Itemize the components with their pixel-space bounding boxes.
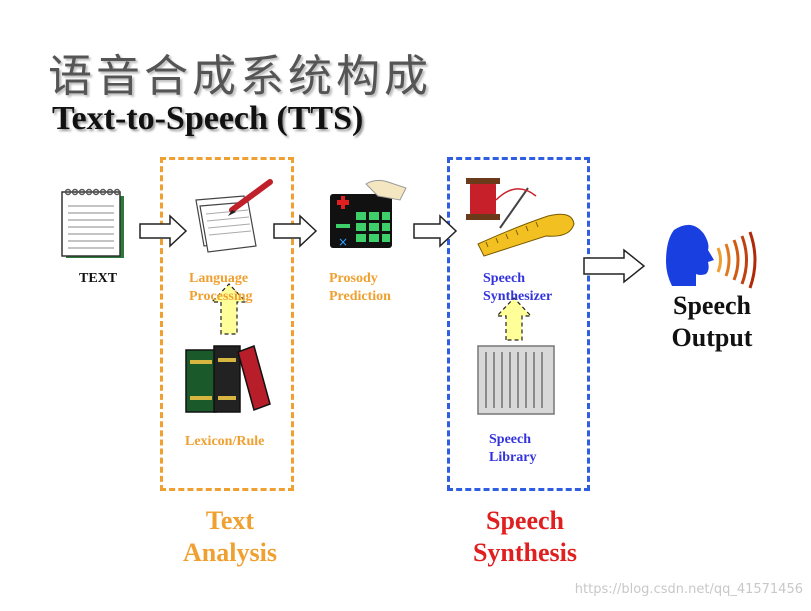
arrow-prosody-to-synthesizer (414, 216, 456, 246)
speech-library-label: Speech Library (489, 431, 536, 467)
speech-output-line1: Speech (660, 290, 764, 322)
sewing-kit-icon (466, 178, 574, 256)
speaking-head-icon (666, 225, 755, 288)
text-analysis-line1: Text (170, 505, 290, 537)
speech-synthesizer-label: Speech Synthesizer (483, 270, 552, 306)
papers-pen-icon (196, 182, 270, 252)
language-processing-label: Language Processing (189, 270, 253, 306)
arrow-text-to-language (140, 216, 186, 246)
text-label: TEXT (79, 270, 117, 288)
speech-output-label: Speech Output (660, 290, 764, 354)
speech-synthesizer-line2: Synthesizer (483, 288, 552, 306)
speech-output-line2: Output (660, 322, 764, 354)
speech-synthesis-line2: Synthesis (460, 537, 590, 569)
speech-synthesis-caption: Speech Synthesis (460, 505, 590, 569)
arrow-language-to-prosody (274, 216, 316, 246)
prosody-prediction-label: Prosody Prediction (329, 270, 391, 306)
books-icon (186, 346, 270, 412)
speech-library-line1: Speech (489, 431, 536, 449)
lexicon-rule-label: Lexicon/Rule (185, 433, 264, 451)
speech-synthesis-line1: Speech (460, 505, 590, 537)
text-analysis-caption: Text Analysis (170, 505, 290, 569)
text-analysis-line2: Analysis (170, 537, 290, 569)
prosody-prediction-line2: Prediction (329, 288, 391, 306)
prosody-prediction-line1: Prosody (329, 270, 391, 288)
speech-synthesizer-line1: Speech (483, 270, 552, 288)
watermark: https://blog.csdn.net/qq_41571456 (575, 582, 803, 597)
server-rack-icon (478, 346, 554, 414)
speech-library-line2: Library (489, 449, 536, 467)
calculator-icon: × (330, 180, 406, 249)
notepad-icon (62, 190, 124, 259)
language-processing-line1: Language (189, 270, 253, 288)
arrow-synthesizer-to-output (584, 250, 644, 282)
svg-text:×: × (338, 235, 348, 249)
language-processing-line2: Processing (189, 288, 253, 306)
